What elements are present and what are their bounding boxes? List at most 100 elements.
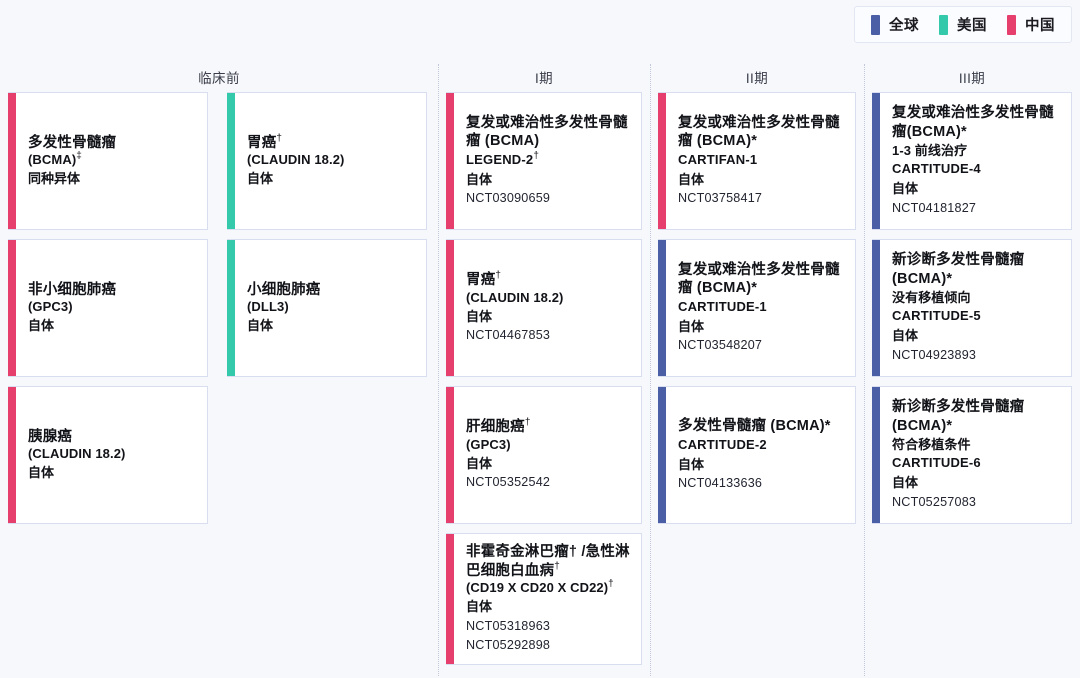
preclinical-cell: 小细胞肺癌(DLL3)自体 [219,239,438,377]
card-disease: 新诊断多发性骨髓瘤 (BCMA)* [892,399,1025,434]
preclinical-cell: 多发性骨髓瘤(BCMA)‡ 同种异体 [0,92,219,230]
card-cell-source: 自体 [892,181,919,197]
column-separator-3 [864,64,865,676]
card-disease: 非小细胞肺癌 [28,281,117,298]
legend-us-label: 美国 [957,18,987,34]
card-disease: 肝细胞癌† [466,417,531,436]
card-body: 胃癌†(CLAUDIN 18.2)自体 [235,126,426,197]
card-target: (BCMA)‡ [28,150,82,168]
pipeline-card[interactable]: 胃癌†(CLAUDIN 18.2)自体 [227,92,427,230]
pipeline-card[interactable]: 小细胞肺癌(DLL3)自体 [227,239,427,377]
card-disease: 多发性骨髓瘤 [28,134,117,151]
card-nct-id: NCT05257083 [892,494,977,509]
phase2-row: 复发或难治性多发性骨髓瘤 (BCMA)*CARTIFAN-1 自体 NCT03758… [650,92,864,230]
legend-china[interactable]: 中国 [1007,14,1055,35]
card-disease: 小细胞肺癌 [247,281,321,298]
column-separator-1 [438,64,439,676]
card-trial-name: CARTITUDE-5 [892,308,981,324]
card-body: 非小细胞肺癌(GPC3)自体 [16,273,207,344]
region-accent-bar-us [227,240,235,376]
card-cell-source: 自体 [466,455,493,471]
phase1-cell: 非霍奇金淋巴瘤† /急性淋巴细胞白血病†(CD19 X CD20 X CD22)… [438,533,650,665]
card-cell-source: 自体 [247,170,274,186]
card-target: (CD19 X CD20 X CD22)† [466,579,614,596]
card-disease: 复发或难治性多发性骨髓瘤 (BCMA)* [678,261,840,297]
region-accent-bar-china [446,534,454,664]
card-nct-id: NCT05352542 [466,475,551,490]
column-header-preclinical: 临床前 [198,71,240,86]
legend-us-swatch-icon [939,14,948,35]
legend-us[interactable]: 美国 [939,14,987,35]
card-cell-source: 自体 [466,171,493,187]
card-cell-source: 自体 [892,475,919,491]
card-nct-id: NCT03758417 [678,191,763,206]
card-nct-id: NCT05318963 [466,618,551,633]
preclinical-row: 胰腺癌(CLAUDIN 18.2)自体 [0,386,438,524]
card-disease: 多发性骨髓瘤 (BCMA)* [678,418,831,435]
card-cell-source: 自体 [28,317,55,333]
card-trial-name: CARTITUDE-2 [678,436,767,452]
card-trial-name: CARTITUDE-6 [892,455,981,471]
card-body: 胰腺癌(CLAUDIN 18.2)自体 [16,420,207,491]
card-treatment-line: 没有移植倾向 [892,289,971,305]
card-cell-source: 自体 [892,328,919,344]
card-body: 非霍奇金淋巴瘤† /急性淋巴细胞白血病†(CD19 X CD20 X CD22)… [454,535,641,662]
preclinical-cell: 非小细胞肺癌(GPC3)自体 [0,239,219,377]
card-target: (CLAUDIN 18.2) [466,289,564,305]
column-header-phase2: II期 [745,71,769,86]
card-disease: 胰腺癌 [28,428,73,445]
legend-global-label: 全球 [889,18,919,34]
card-cell-source: 同种异体 [28,170,81,186]
region-accent-bar-china [8,240,16,376]
card-trial-name: CARTIFAN-1 [678,151,758,167]
pipeline-card[interactable]: 非小细胞肺癌(GPC3)自体 [8,239,208,377]
pipeline-card[interactable]: 胰腺癌(CLAUDIN 18.2)自体 [8,386,208,524]
card-cell-source: 自体 [247,317,274,333]
region-accent-bar-global [658,387,666,523]
pipeline-card[interactable]: 复发或难治性多发性骨髓瘤 (BCMA)*CARTIFAN-1 自体 NCT03758… [658,92,856,230]
card-body: 小细胞肺癌(DLL3)自体 [235,273,426,344]
region-accent-bar-global [872,93,880,229]
card-disease: 非霍奇金淋巴瘤† /急性淋巴细胞白血病† [466,544,630,579]
pipeline-card[interactable]: 非霍奇金淋巴瘤† /急性淋巴细胞白血病†(CD19 X CD20 X CD22)… [446,533,642,665]
card-nct-id: NCT03548207 [678,338,763,353]
card-disease: 新诊断多发性骨髓瘤 (BCMA)* [892,252,1025,287]
region-accent-bar-us [227,93,235,229]
card-cell-source: 自体 [678,171,705,187]
card-treatment-line: 1-3 前线治疗 [892,142,968,158]
phase1-row: 非霍奇金淋巴瘤† /急性淋巴细胞白血病†(CD19 X CD20 X CD22)… [438,533,650,665]
pipeline-board: 多发性骨髓瘤(BCMA)‡同种异体胃癌†(CLAUDIN 18.2)自体非小细胞… [0,92,1080,678]
legend-global[interactable]: 全球 [871,14,919,35]
phase2-cell: 复发或难治性多发性骨髓瘤 (BCMA)*CARTIFAN-1 自体 NCT03758… [650,92,864,230]
card-nct-id: NCT04181827 [892,200,977,215]
region-accent-bar-global [872,387,880,523]
card-disease: 复发或难治性多发性骨髓瘤 (BCMA)* [678,114,840,150]
card-nct-id: NCT04133636 [678,476,763,490]
pipeline-card[interactable]: 多发性骨髓瘤(BCMA)‡ 同种异体 [8,92,208,230]
card-disease: 胃癌† [466,270,502,289]
